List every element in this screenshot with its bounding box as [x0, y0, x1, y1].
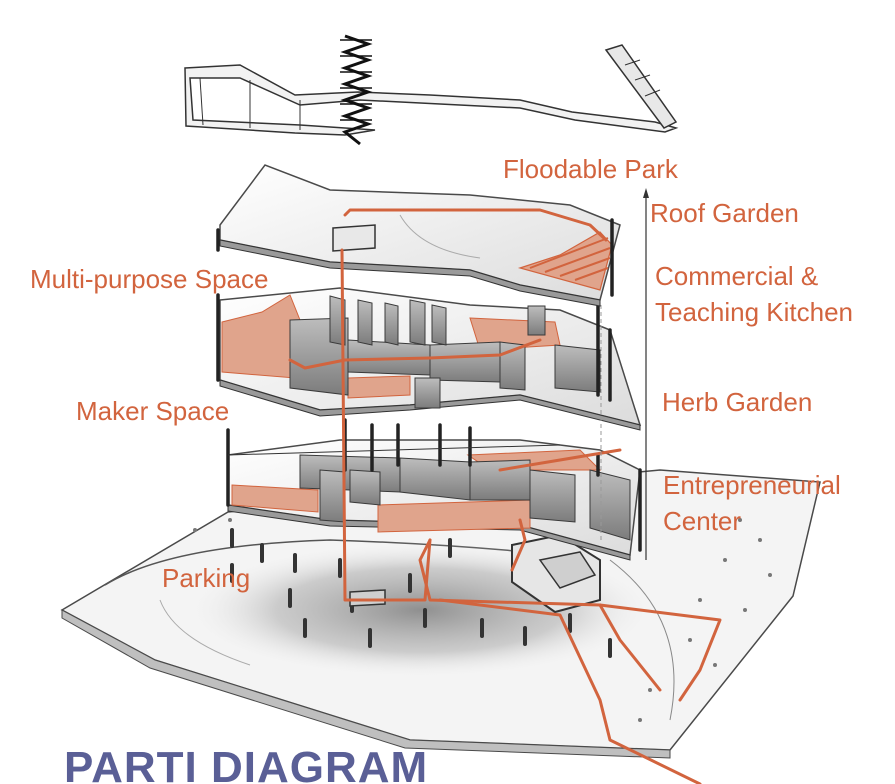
- label-multi-purpose-space: Multi-purpose Space: [30, 265, 268, 294]
- label-parking: Parking: [162, 564, 250, 593]
- label-herb-garden: Herb Garden: [662, 388, 812, 417]
- roof-level: [218, 165, 620, 306]
- diagram-title: PARTI DIAGRAM: [64, 746, 428, 784]
- label-commercial-kitchen-line2: Teaching Kitchen: [655, 298, 853, 327]
- label-roof-garden: Roof Garden: [650, 199, 799, 228]
- label-floodable-park: Floodable Park: [503, 155, 678, 184]
- label-entrepreneurial-line1: Entrepreneurial: [663, 471, 841, 500]
- label-entrepreneurial-line2: Center: [663, 507, 741, 536]
- label-maker-space: Maker Space: [76, 397, 229, 426]
- floating-canopy-ring: [185, 36, 676, 144]
- label-commercial-kitchen-line1: Commercial &: [655, 262, 818, 291]
